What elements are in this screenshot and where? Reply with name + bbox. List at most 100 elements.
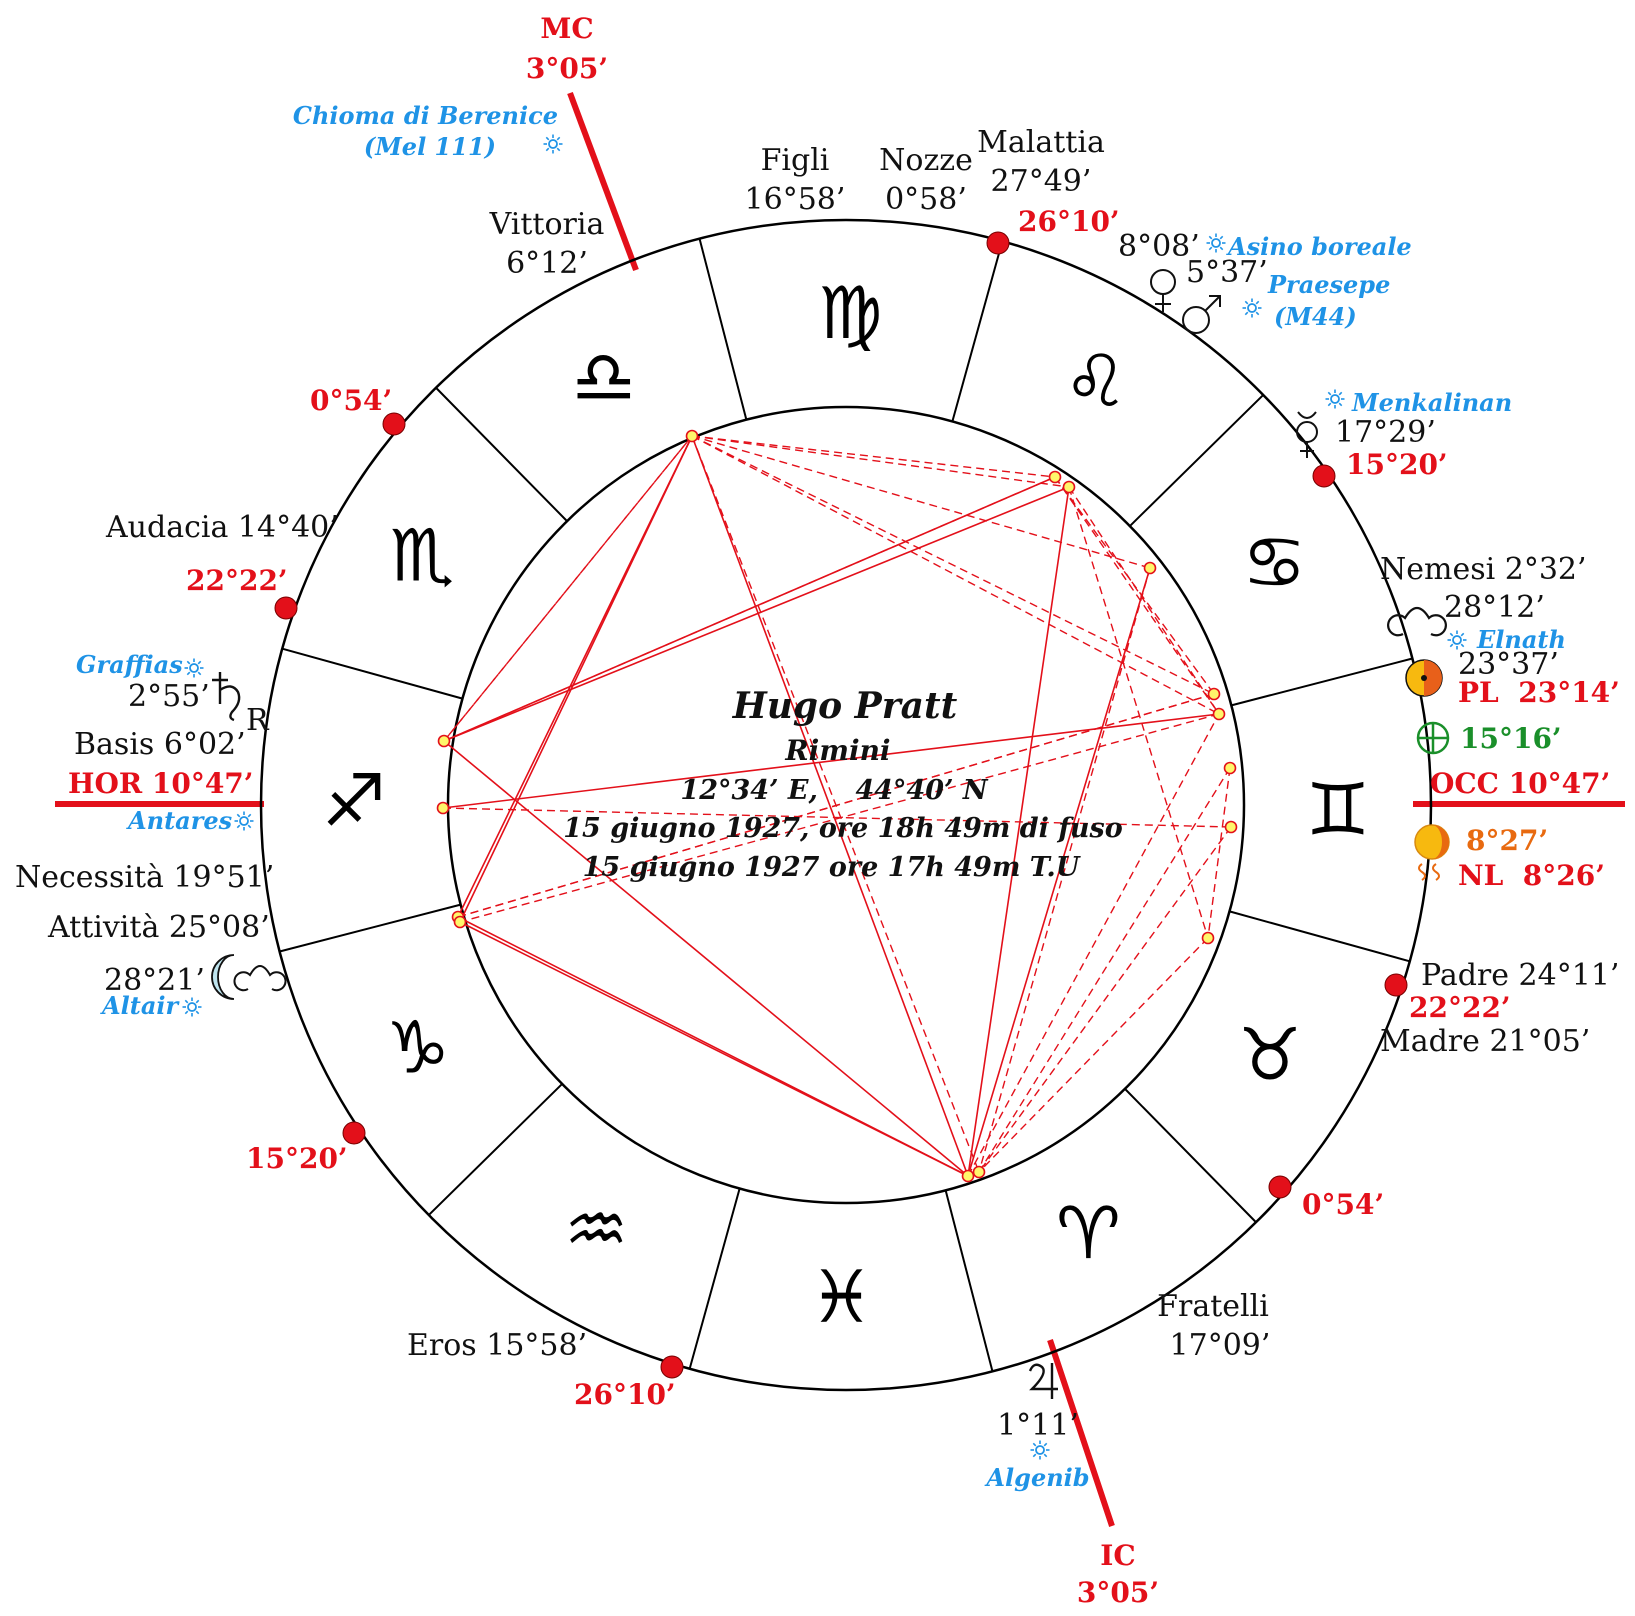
sign-divider xyxy=(1229,910,1410,963)
part-malattia-degree: 27°49’ xyxy=(991,164,1092,199)
fixed-stars: Chioma di Berenice (Mel 111) Asino borea… xyxy=(76,101,1566,1492)
star-graffias-label: Graffias xyxy=(76,650,183,679)
birth-date-local: 15 giugno 1927, ore 18h 49m di fuso xyxy=(563,813,1123,844)
star-icon xyxy=(1030,1440,1050,1460)
sun-icon xyxy=(1405,659,1443,697)
aspect-line xyxy=(967,486,1070,1177)
cusp-label: 22°22’ xyxy=(1409,991,1511,1024)
sign-leo-icon: ♌ xyxy=(1063,339,1128,423)
aspect-point xyxy=(1201,931,1215,945)
sign-pisces-icon: ♓ xyxy=(809,1255,874,1339)
star-mel-label: (Mel 111) xyxy=(364,132,496,161)
aspect-line-dashed xyxy=(691,435,980,1173)
saturn-retrograde: R xyxy=(246,703,270,738)
star-elnath-label: Elnath xyxy=(1476,625,1566,654)
sign-cancer-icon: ♋ xyxy=(1242,521,1307,605)
planets: 8°08’ 5°37’ 17°29’ 28°12’ xyxy=(104,229,1620,1443)
aspect-lines xyxy=(436,429,1238,1183)
star-icon xyxy=(1325,389,1345,409)
aspect-line-dashed xyxy=(691,435,1070,488)
birth-date-ut: 15 giugno 1927 ore 17h 49m T.U xyxy=(583,852,1081,883)
cusp-label: 0°54’ xyxy=(1302,1188,1384,1221)
aspect-line-dashed xyxy=(978,826,1232,1173)
sign-taurus-icon: ♉ xyxy=(1238,1013,1303,1097)
sign-divider xyxy=(944,1190,994,1372)
aspect-line xyxy=(967,567,1151,1177)
sign-divider xyxy=(279,903,461,953)
zodiac-wheel: ♍♌♋♊♉♈♓♒♑♐♏♎ xyxy=(259,218,1433,1392)
aspect-point xyxy=(437,734,451,748)
mercury-degree: 17°29’ xyxy=(1335,415,1436,450)
aspect-line-dashed xyxy=(978,767,1231,1173)
aspect-line xyxy=(459,921,969,1177)
part-fratelli-label: Fratelli xyxy=(1157,1289,1269,1324)
ic-label: IC xyxy=(1100,1539,1135,1572)
aspect-line-dashed xyxy=(443,435,693,742)
sun-degree: 23°37’ xyxy=(1458,647,1559,682)
new-moon-label: NL 8°26’ xyxy=(1458,859,1605,892)
aspect-line-dashed xyxy=(691,435,1056,478)
zodiac-signs: ♍♌♋♊♉♈♓♒♑♐♏♎ xyxy=(322,271,1371,1339)
cusp-dot xyxy=(382,412,406,436)
sign-divider xyxy=(951,241,1004,422)
part-necessita: Necessità 19°51’ xyxy=(15,860,274,895)
sign-sagittarius-icon: ♐ xyxy=(322,759,387,843)
star-menkalinan-label: Menkalinan xyxy=(1351,388,1512,417)
star-icon xyxy=(1242,298,1262,318)
part-nozze-degree: 0°58’ xyxy=(885,182,967,217)
aspect-line-dashed xyxy=(457,693,1215,918)
aspect-line-dashed xyxy=(691,435,1215,695)
star-antares-label: Antares xyxy=(126,806,233,835)
aspect-point xyxy=(436,801,450,815)
part-figli-label: Figli xyxy=(761,143,830,178)
aspect-line-dashed xyxy=(1054,476,1220,715)
arabic-parts: Figli 16°58’ Nozze 0°58’ Malattia 27°49’… xyxy=(15,125,1619,1363)
cusp-dot xyxy=(986,231,1010,255)
part-nozze-label: Nozze xyxy=(879,143,973,178)
part-of-fortune-icon xyxy=(1416,721,1450,755)
part-eros: Eros 15°58’ xyxy=(407,1328,587,1363)
node-degree: 28°12’ xyxy=(1444,590,1545,625)
cusp-dot xyxy=(660,1355,684,1379)
sign-divider xyxy=(688,1188,741,1369)
aspect-line-dashed xyxy=(978,937,1209,1173)
birth-place: Rimini xyxy=(784,734,890,767)
part-malattia-label: Malattia xyxy=(977,125,1105,160)
saturn-icon xyxy=(212,672,241,722)
mc-axis-line xyxy=(567,91,639,272)
aspect-point xyxy=(1223,761,1237,775)
star-praesepe-label: Praesepe xyxy=(1267,270,1390,299)
part-attivita: Attività 25°08’ xyxy=(47,910,270,945)
venus-degree: 8°08’ xyxy=(1118,229,1200,264)
fortune-degree: 15°16’ xyxy=(1460,722,1562,755)
moon-node-degree: 28°21’ xyxy=(104,963,205,998)
star-icon xyxy=(1447,630,1467,650)
mc-label: MC xyxy=(540,12,593,45)
cusp-label: 26°10’ xyxy=(1018,205,1120,238)
full-moon-label: PL 23°14’ xyxy=(1458,676,1620,709)
aspect-line-dashed xyxy=(1068,486,1209,939)
part-vittoria-label: Vittoria xyxy=(489,207,605,242)
ic-degree: 3°05’ xyxy=(1077,1576,1159,1609)
aspect-point xyxy=(1048,470,1062,484)
sign-divider xyxy=(435,387,568,522)
sign-scorpio-icon: ♏ xyxy=(390,513,455,597)
venus-icon xyxy=(1150,269,1176,312)
cusp-dot xyxy=(342,1121,366,1145)
sign-divider xyxy=(1231,657,1413,707)
cusp-dot xyxy=(274,596,298,620)
star-m44-label: (M44) xyxy=(1274,302,1357,331)
part-basis: Basis 6°02’ xyxy=(74,727,246,762)
sign-divider xyxy=(698,238,748,420)
mars-icon xyxy=(1182,295,1221,334)
sign-libra-icon: ♎ xyxy=(571,335,636,419)
star-icon xyxy=(182,997,202,1017)
mc-degree: 3°05’ xyxy=(526,52,608,85)
aspect-point xyxy=(685,429,699,443)
hor-label: HOR 10°47’ xyxy=(68,767,254,800)
sign-capricorn-icon: ♑ xyxy=(386,1005,451,1089)
sign-divider xyxy=(428,1083,563,1216)
aspect-line xyxy=(691,435,969,1177)
node-icon xyxy=(1387,606,1447,637)
aspect-line-dashed xyxy=(443,476,1056,742)
